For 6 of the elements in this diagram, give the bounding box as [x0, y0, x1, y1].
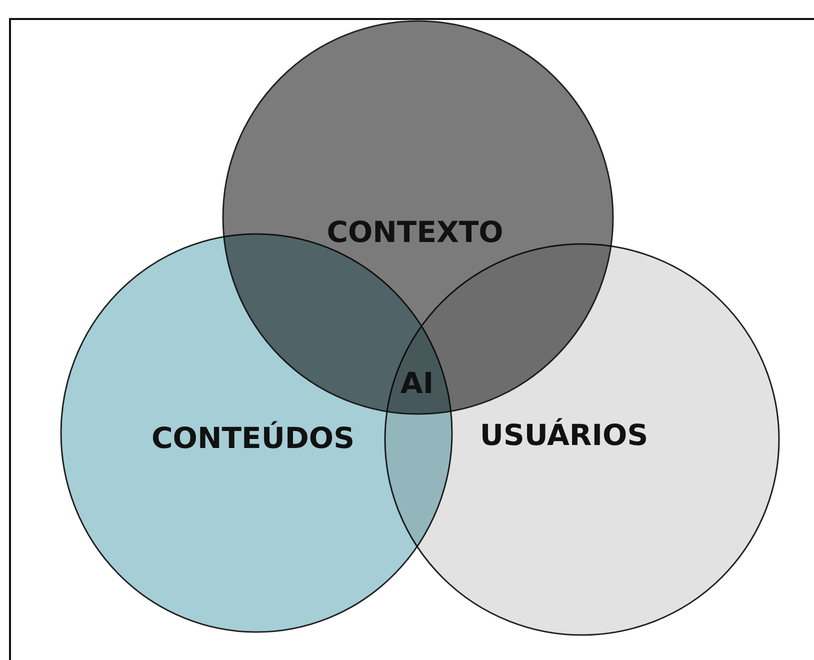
circle-label: CONTEÚDOS	[152, 421, 354, 455]
venn-circle	[222, 20, 614, 415]
circle-label: CONTEXTO	[326, 215, 504, 249]
intersection-label: AI	[400, 366, 434, 400]
venn-circle	[384, 243, 780, 636]
circle-label: USUÁRIOS	[480, 418, 648, 452]
